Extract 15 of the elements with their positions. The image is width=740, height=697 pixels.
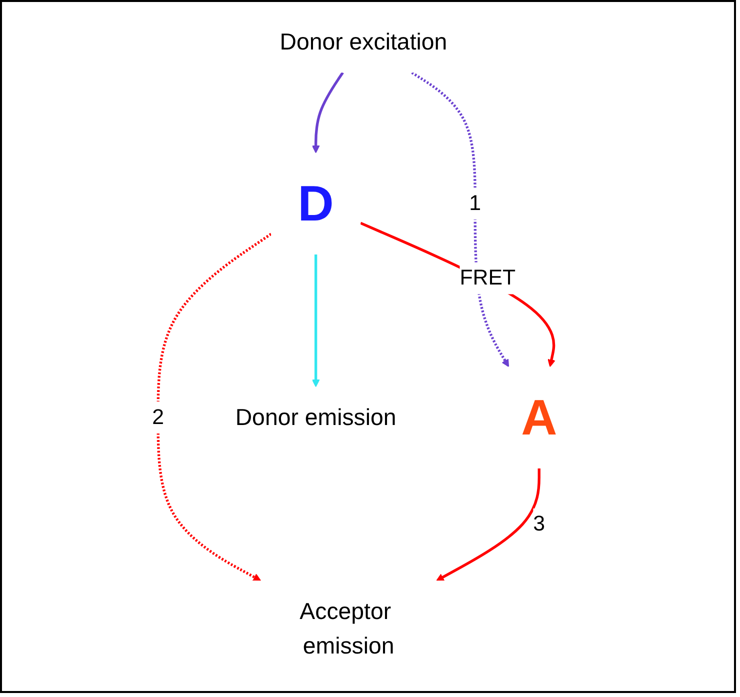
- node-text: D: [298, 175, 334, 232]
- arrow: [312, 254, 320, 388]
- node-text: Donor emission: [235, 404, 396, 430]
- edge-label: 2: [152, 405, 164, 430]
- arrow: [360, 222, 556, 368]
- edge-label: 3: [533, 512, 546, 536]
- arrow: [312, 72, 344, 154]
- arrow: [411, 72, 510, 368]
- node-text: A: [521, 389, 558, 446]
- arrow: [436, 468, 540, 581]
- edge-label: 1: [469, 191, 482, 216]
- edge-label: FRET: [460, 266, 516, 290]
- arrow: [156, 232, 272, 581]
- node-text: Donor excitation: [280, 28, 448, 55]
- node-text: Acceptor emission: [300, 598, 394, 660]
